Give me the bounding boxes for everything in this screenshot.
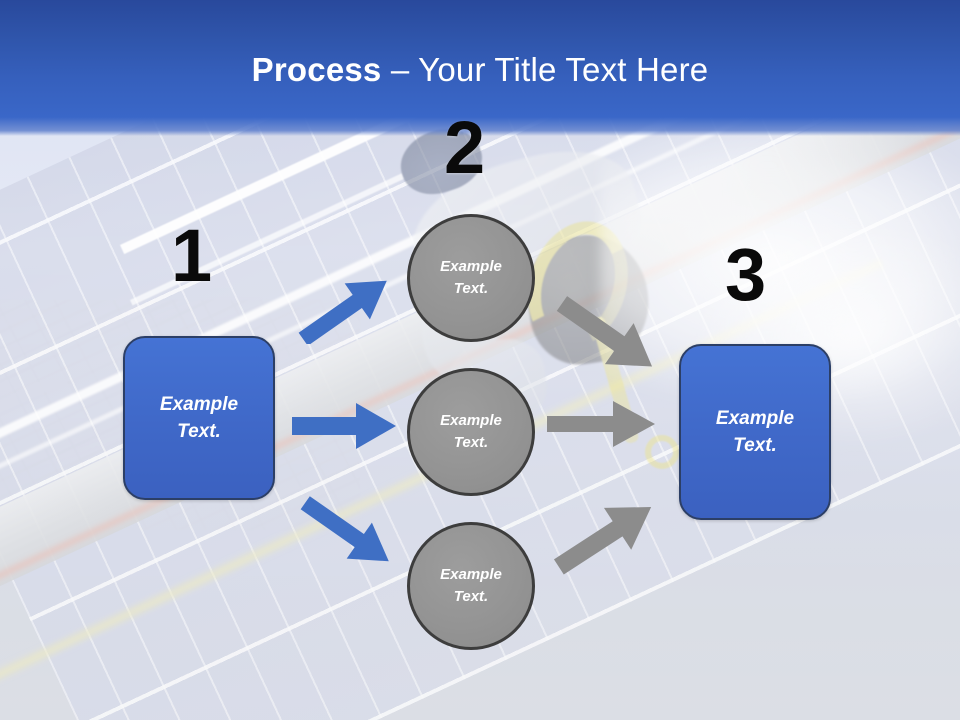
process-box-right-line1: Example (715, 408, 795, 429)
process-box-left-line2: Text. (177, 421, 221, 442)
process-circle-bottom-line1: Example (440, 566, 502, 583)
process-circle-middle-line2: Text. (453, 434, 489, 451)
process-box-left-text: Example Text. (160, 391, 238, 445)
process-circle-bottom-text: Example Text. (440, 564, 502, 608)
process-box-left-line1: Example (159, 394, 239, 415)
process-circle-bottom-line2: Text. (453, 588, 489, 605)
step-number-2: 2 (444, 106, 486, 189)
gray-arrow-right-icon (545, 396, 657, 452)
title-rest-part: – Your Title Text Here (381, 51, 709, 88)
process-box-right[interactable]: Example Text. (679, 344, 831, 520)
process-box-right-line2: Text. (733, 435, 777, 456)
process-circle-middle[interactable]: Example Text. (407, 368, 535, 496)
step-number-3: 3 (725, 233, 767, 316)
page-title: Process – Your Title Text Here (0, 50, 960, 90)
process-circle-middle-text: Example Text. (440, 410, 502, 454)
header-band (0, 0, 960, 136)
process-circle-top[interactable]: Example Text. (407, 214, 535, 342)
process-circle-top-line1: Example (440, 258, 502, 275)
step-number-1: 1 (171, 214, 213, 297)
process-box-left[interactable]: Example Text. (123, 336, 275, 500)
blue-arrow-down-icon (292, 496, 402, 568)
gray-arrow-down-icon (548, 296, 666, 374)
process-circle-top-text: Example Text. (440, 256, 502, 300)
process-box-right-text: Example Text. (716, 405, 794, 459)
worker-carabiner-ring (645, 435, 679, 469)
blue-arrow-right-icon (290, 398, 398, 454)
blue-arrow-up-icon (292, 276, 398, 344)
worker-figure (392, 118, 760, 469)
gray-arrow-up-icon (546, 498, 664, 576)
process-circle-bottom[interactable]: Example Text. (407, 522, 535, 650)
process-circle-middle-line1: Example (440, 412, 502, 429)
process-circle-top-line2: Text. (453, 280, 489, 297)
title-bold-part: Process (251, 51, 382, 88)
